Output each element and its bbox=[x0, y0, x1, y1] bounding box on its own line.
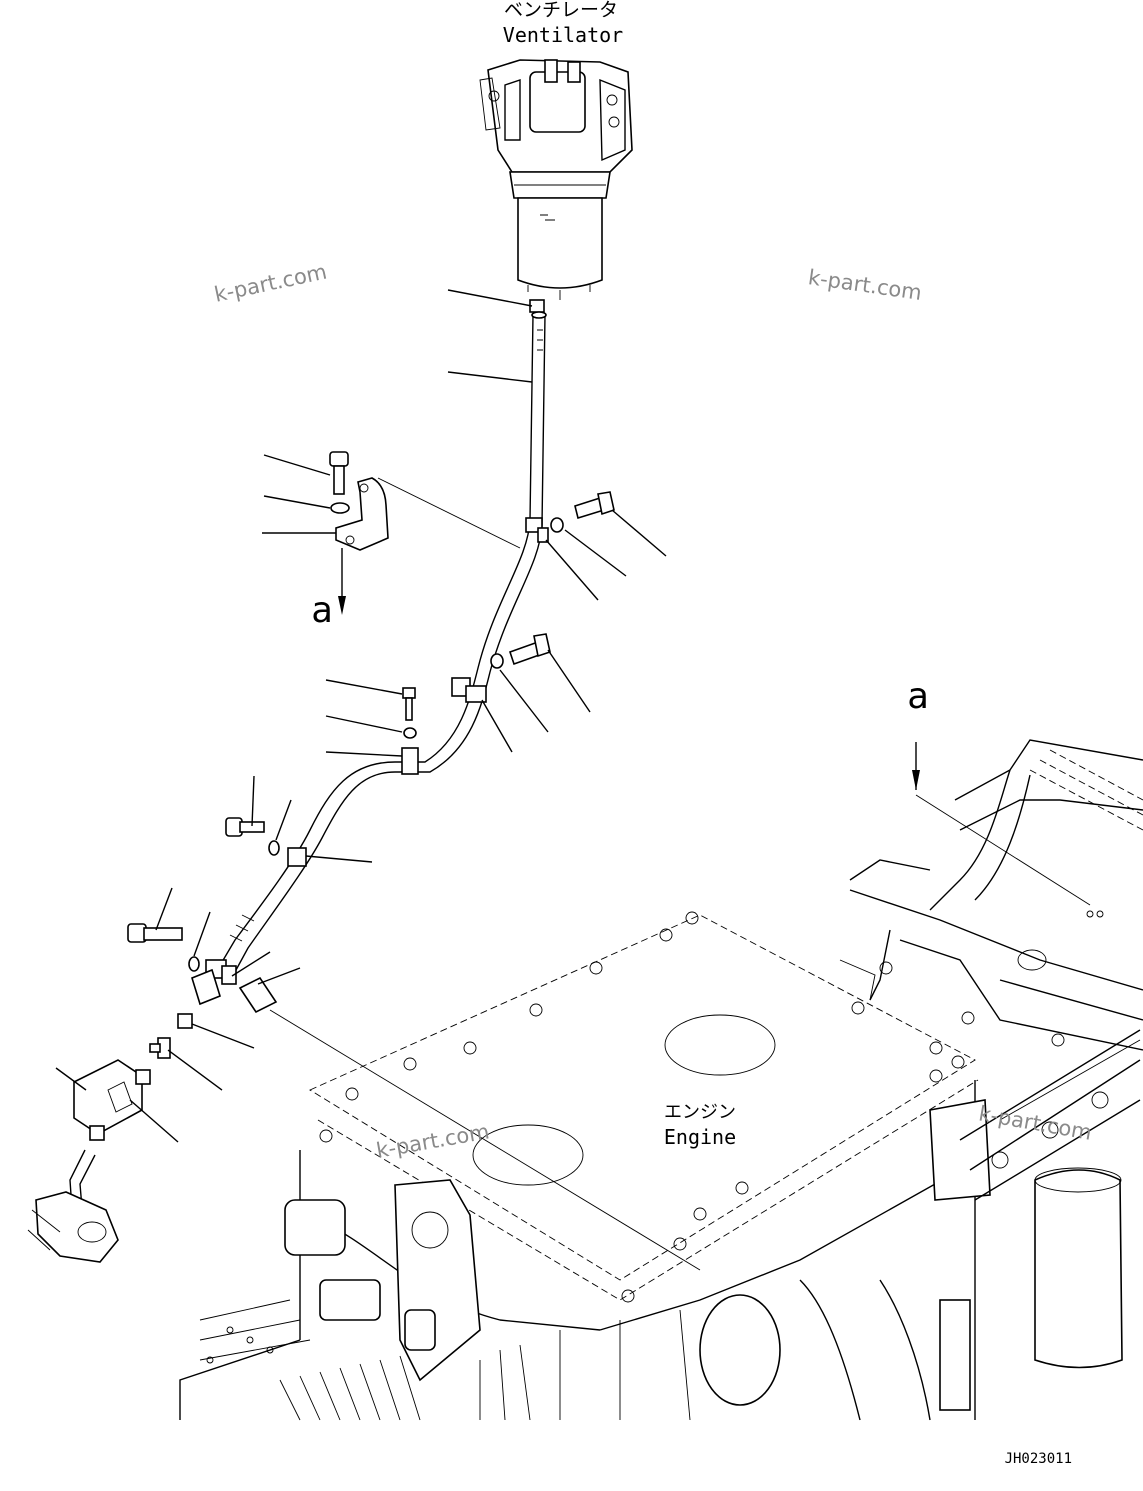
engine-label-jp: エンジン bbox=[664, 1102, 736, 1123]
view-a-label-left: a bbox=[311, 590, 333, 631]
bracket bbox=[335, 477, 389, 551]
ventilator-label-en: Ventilator bbox=[503, 23, 623, 47]
watermark: k-part.com bbox=[807, 265, 924, 305]
ventilator-part bbox=[479, 59, 633, 300]
engine-label-en: Engine bbox=[664, 1125, 736, 1149]
breather-tube bbox=[221, 311, 547, 971]
drawing-number: JH023011 bbox=[1005, 1451, 1072, 1467]
engine-part bbox=[179, 911, 1141, 1421]
watermark: k-part.com bbox=[212, 260, 329, 307]
watermark: k-part.com bbox=[374, 1119, 491, 1162]
view-a-label-right: a bbox=[907, 676, 929, 717]
watermark: k-part.com bbox=[977, 1101, 1094, 1144]
frame-part bbox=[839, 739, 1143, 1051]
ventilator-label-jp: ベンチレータ bbox=[504, 0, 618, 21]
